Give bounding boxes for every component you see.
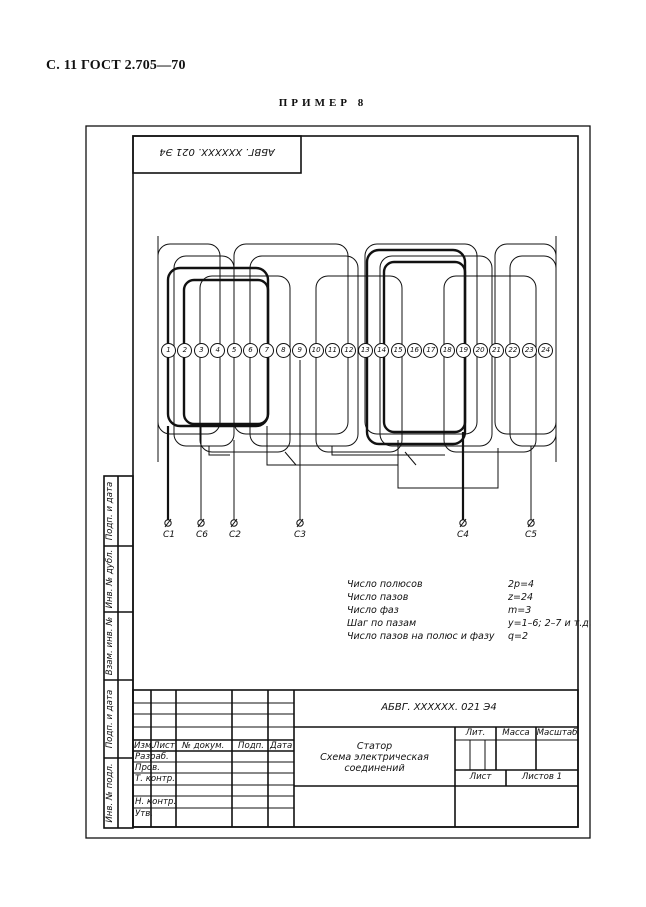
slot-7: 7 xyxy=(259,343,275,358)
col-header-sign: Подп. xyxy=(238,741,265,751)
slot-22: 22 xyxy=(505,343,521,358)
slot-12: 12 xyxy=(341,343,357,358)
slot-23: 23 xyxy=(521,343,537,358)
role-tech-control: Т. контр. xyxy=(135,774,175,784)
slot-24: 24 xyxy=(538,343,554,358)
slot-8: 8 xyxy=(275,343,291,358)
scale-header: Масштаб xyxy=(536,728,578,738)
example-title: ПРИМЕР 8 xyxy=(278,97,368,109)
param-label-pitch: Шаг по пазам xyxy=(347,618,417,629)
col-header-doc: № докум. xyxy=(182,741,225,751)
col-header-izm: Изм. xyxy=(134,741,155,751)
param-value-phases: m=3 xyxy=(508,605,532,616)
winding-diagram xyxy=(157,236,557,520)
terminal-label-c3: С3 xyxy=(293,530,306,540)
slot-1: 1 xyxy=(161,343,176,358)
slot-17: 17 xyxy=(423,343,439,358)
side-label-orig-inv: Инв. № подл. xyxy=(105,763,115,823)
param-label-slots: Число пазов xyxy=(347,592,409,603)
terminal-markers xyxy=(164,518,535,528)
terminal-label-c4: С4 xyxy=(456,530,469,540)
drawing-name-line-2: Схема электрическая xyxy=(320,752,429,763)
role-norm-control: Н. контр. xyxy=(135,797,177,807)
terminal-label-c1: С1 xyxy=(162,530,175,540)
slot-9: 9 xyxy=(292,343,308,358)
slot-16: 16 xyxy=(407,343,422,358)
slot-6: 6 xyxy=(243,343,258,358)
slot-15: 15 xyxy=(390,343,406,358)
slot-2: 2 xyxy=(177,343,193,358)
slot-10: 10 xyxy=(308,343,324,358)
param-value-slots: z=24 xyxy=(508,592,534,603)
title-block-designation: АБВГ. XXXXXX. 021 Э4 xyxy=(381,702,497,713)
role-developer: Разраб. xyxy=(135,752,169,762)
page-header: С. 11 ГОСТ 2.705—70 xyxy=(46,58,186,73)
drawing-name-line-3: соединений xyxy=(344,763,405,774)
title-block-lines xyxy=(132,689,579,828)
param-label-poles: Число полюсов xyxy=(347,579,423,590)
param-value-poles: 2p=4 xyxy=(508,579,535,590)
side-label-column xyxy=(103,475,134,829)
sheet-outer-frame xyxy=(85,125,591,839)
terminal-label-c2: С2 xyxy=(228,530,241,540)
param-label-phases: Число фаз xyxy=(347,605,399,616)
mass-header: Масса xyxy=(502,728,530,738)
sheet-inner-frame xyxy=(132,135,579,828)
slot-4: 4 xyxy=(210,343,226,358)
drawing-name-line-1: Статор xyxy=(356,741,393,752)
terminal-label-c5: С5 xyxy=(524,530,537,540)
param-value-pitch: y=1–6; 2–7 и т.д. xyxy=(508,618,592,629)
col-header-list: Лист xyxy=(153,741,175,751)
slot-21: 21 xyxy=(489,343,504,358)
slot-11: 11 xyxy=(325,343,340,358)
slot-20: 20 xyxy=(472,343,488,358)
slot-13: 13 xyxy=(357,343,373,358)
col-header-date: Дата xyxy=(270,741,293,751)
slot-3: 3 xyxy=(193,343,209,358)
role-checker: Пров. xyxy=(135,763,160,773)
slot-18: 18 xyxy=(439,343,455,358)
param-value-q: q=2 xyxy=(508,631,529,642)
param-label-q: Число пазов на полюс и фазу xyxy=(347,631,495,642)
sheet-label: Лист xyxy=(469,772,492,782)
lit-header: Лит. xyxy=(465,728,486,738)
slot-19: 19 xyxy=(456,343,472,358)
slot-14: 14 xyxy=(374,343,390,358)
terminal-label-c6: С6 xyxy=(195,530,208,540)
sheets-count: Листов 1 xyxy=(521,772,563,782)
slot-5: 5 xyxy=(226,343,242,358)
designation-box xyxy=(132,135,302,174)
role-approver: Утв. xyxy=(135,809,154,819)
designation-box-text: АБВГ. XXXXXX. 021 Э4 xyxy=(159,146,275,157)
